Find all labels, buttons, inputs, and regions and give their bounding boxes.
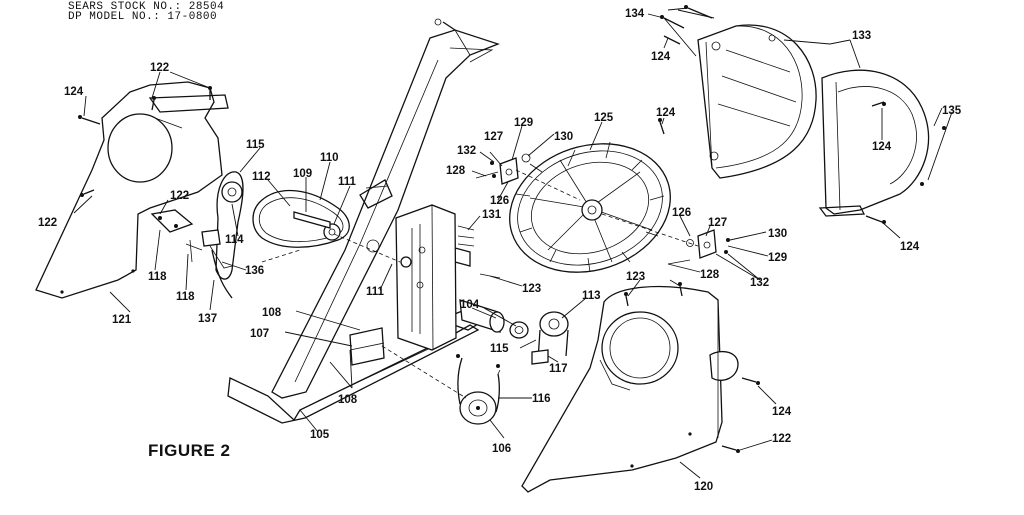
- bearing-brackets: [457, 153, 730, 279]
- part-label-135: 135: [942, 105, 962, 117]
- part-label-130: 130: [554, 131, 573, 143]
- part-label-126: 126: [672, 207, 691, 219]
- part-label-124: 124: [64, 86, 84, 98]
- part-label-133: 133: [852, 30, 871, 42]
- part-label-116: 116: [532, 393, 551, 405]
- part-label-127: 127: [708, 217, 727, 229]
- figure-title: FIGURE 2: [148, 441, 231, 460]
- part-label-111: 111: [338, 176, 357, 188]
- part-label-122: 122: [170, 190, 189, 202]
- right-side-cover-120: [521, 285, 739, 493]
- part-label-137: 137: [198, 313, 217, 325]
- part-label-124: 124: [872, 141, 892, 153]
- part-label-123: 123: [522, 283, 541, 295]
- flywheel-shroud-outer-133: [818, 69, 930, 217]
- part-label-108: 108: [262, 307, 282, 319]
- part-label-128: 128: [446, 165, 466, 177]
- drive-pulley-106: [381, 345, 501, 425]
- part-label-127: 127: [484, 131, 503, 143]
- part-label-122: 122: [150, 62, 169, 74]
- callout-leaders: [73, 7, 953, 479]
- part-label-108: 108: [338, 394, 358, 406]
- main-frame-105: [227, 18, 529, 424]
- part-label-115: 115: [246, 139, 265, 151]
- part-label-122: 122: [38, 217, 57, 229]
- idler-pulley-113: [531, 311, 569, 365]
- part-label-132: 132: [457, 145, 476, 157]
- part-label-109: 109: [293, 168, 312, 180]
- part-label-110: 110: [320, 152, 339, 164]
- dp-model-number: DP MODEL NO.: 17-0800: [68, 11, 218, 23]
- part-label-126: 126: [490, 195, 509, 207]
- part-label-107: 107: [250, 328, 269, 340]
- part-label-121: 121: [112, 314, 132, 326]
- part-label-136: 136: [245, 265, 264, 277]
- part-label-106: 106: [492, 443, 511, 455]
- part-label-124: 124: [772, 406, 792, 418]
- left-side-cover-121: [35, 81, 229, 299]
- part-label-113: 113: [582, 290, 601, 302]
- part-label-120: 120: [694, 481, 713, 493]
- part-label-124: 124: [900, 241, 920, 253]
- part-label-105: 105: [310, 429, 330, 441]
- part-label-114: 114: [225, 234, 244, 246]
- part-label-124: 124: [656, 107, 676, 119]
- part-label-117: 117: [549, 363, 568, 375]
- part-label-119: 118: [148, 271, 167, 283]
- sears-stock-number: SEARS STOCK NO.: 28504: [68, 1, 225, 13]
- part-label-134: 134: [625, 8, 645, 20]
- part-labels: 122 124 122 122 121 115 112 109 110 111 …: [38, 8, 962, 493]
- part-label-112: 112: [252, 171, 271, 183]
- flywheel-125: [509, 141, 671, 273]
- part-label-122: 122: [772, 433, 791, 445]
- part-label-124: 124: [651, 51, 671, 63]
- part-label-104: 104: [460, 299, 480, 311]
- part-label-130: 130: [768, 228, 787, 240]
- part-label-115: 115: [490, 343, 509, 355]
- belt-pulley-assembly: [150, 171, 401, 299]
- part-label-129: 129: [768, 252, 787, 264]
- part-label-111: 111: [366, 286, 385, 298]
- part-label-125: 125: [594, 112, 614, 124]
- part-label-123: 123: [626, 271, 645, 283]
- part-label-131: 131: [482, 209, 502, 221]
- part-label-129: 129: [514, 117, 533, 129]
- part-label-118: 118: [176, 291, 195, 303]
- flywheel-shroud-inner-133: [697, 24, 817, 179]
- part-label-128: 128: [700, 269, 720, 281]
- part-label-132: 132: [750, 277, 769, 289]
